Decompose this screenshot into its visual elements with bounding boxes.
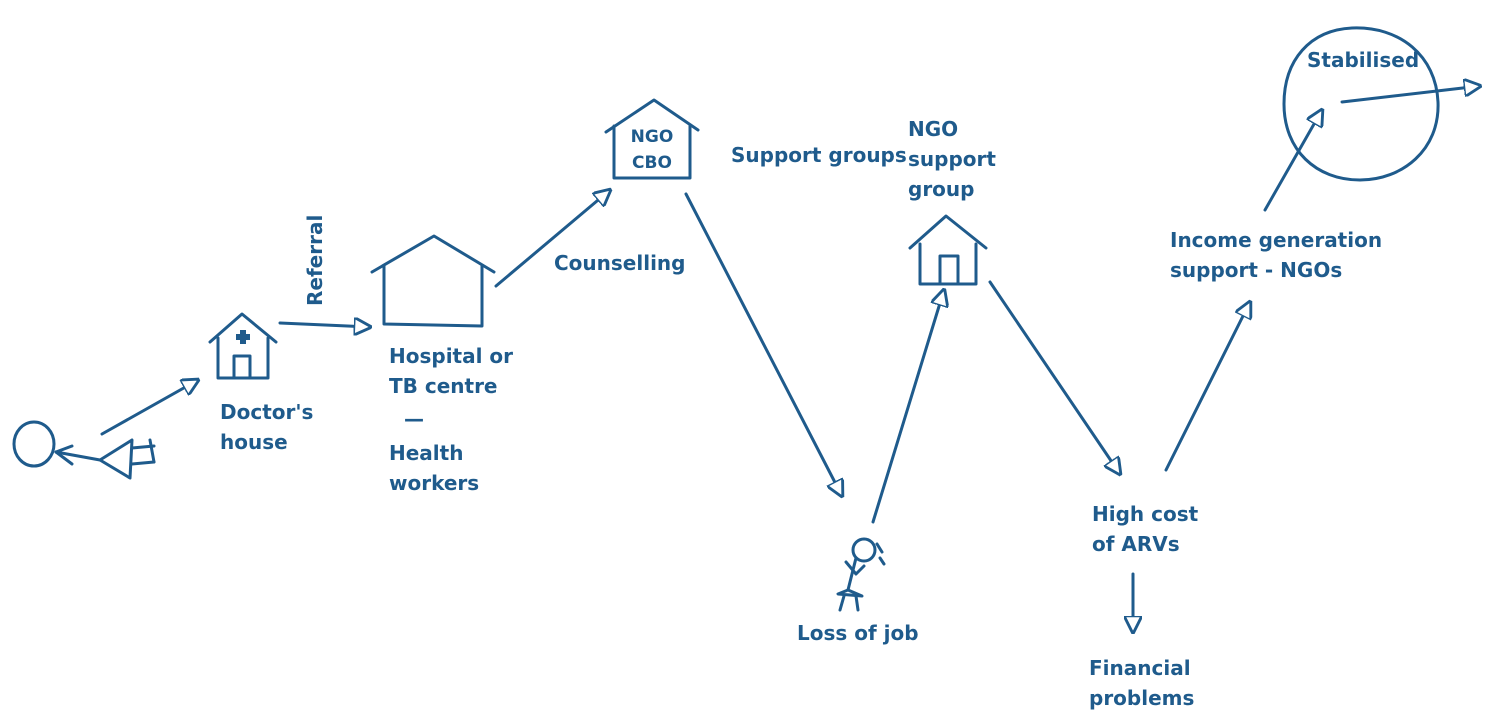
health-workers-label: Health workers — [389, 438, 479, 498]
financial-problems-label: Financial problems — [1089, 653, 1194, 713]
counselling-label: Counselling — [554, 251, 686, 275]
hospital-label: Hospital or TB centre — [389, 341, 513, 401]
arrow-income-to-stabilised — [1263, 110, 1322, 212]
support-groups-label: Support groups — [731, 143, 907, 167]
ngo-label: NGO — [631, 127, 674, 147]
hospital-label-line2: TB centre — [389, 374, 498, 398]
hospital-label-line1: Hospital or — [389, 344, 514, 368]
house-with-cross-icon — [208, 312, 278, 380]
house-with-door-icon — [908, 214, 988, 286]
arrow-cost-to-income — [1164, 302, 1250, 472]
high-cost-line1: High cost — [1092, 502, 1199, 526]
house-icon: NGO CBO — [604, 98, 700, 180]
ngo-support-group-line2: support — [908, 147, 996, 171]
arrow-support-group-to-cost — [988, 280, 1120, 474]
high-cost-line2: of ARVs — [1092, 532, 1180, 556]
doctor-house-label: Doctor's house — [220, 397, 313, 457]
financial-problems-line2: problems — [1089, 686, 1195, 710]
ngo-support-group-label: NGO support group — [908, 114, 996, 204]
income-generation-line1: Income generation — [1170, 228, 1383, 252]
ngo-support-group-line1: NGO — [908, 117, 959, 141]
health-workers-label-line2: workers — [389, 471, 480, 495]
loss-of-job-label: Loss of job — [797, 621, 919, 645]
cbo-label: CBO — [632, 153, 672, 173]
ngo-support-group-line3: group — [908, 177, 975, 201]
financial-problems-line1: Financial — [1089, 656, 1191, 680]
doctor-house-label-line1: Doctor's — [220, 400, 314, 424]
house-icon — [370, 234, 496, 328]
arrow-referral — [278, 323, 370, 327]
person-lying-icon — [12, 420, 156, 480]
circle-icon — [1282, 26, 1440, 182]
arrow-loss-to-support-group — [871, 290, 944, 524]
referral-label: Referral — [303, 214, 327, 306]
high-cost-label: High cost of ARVs — [1092, 499, 1198, 559]
health-workers-label-line1: Health — [389, 441, 464, 465]
arrow-ngo-to-loss-of-job — [684, 192, 842, 496]
income-generation-line2: support - NGOs — [1170, 258, 1343, 282]
income-generation-label: Income generation support - NGOs — [1170, 225, 1382, 285]
arrow-stabilised-onward — [1340, 86, 1480, 104]
arrow-hospital-to-ngo — [494, 190, 610, 288]
arrow-patient-to-doctor — [100, 380, 198, 436]
stabilised-label: Stabilised — [1307, 48, 1420, 72]
hospital-dash: — — [404, 407, 424, 431]
person-despair-icon — [836, 537, 886, 612]
doctor-house-label-line2: house — [220, 430, 288, 454]
